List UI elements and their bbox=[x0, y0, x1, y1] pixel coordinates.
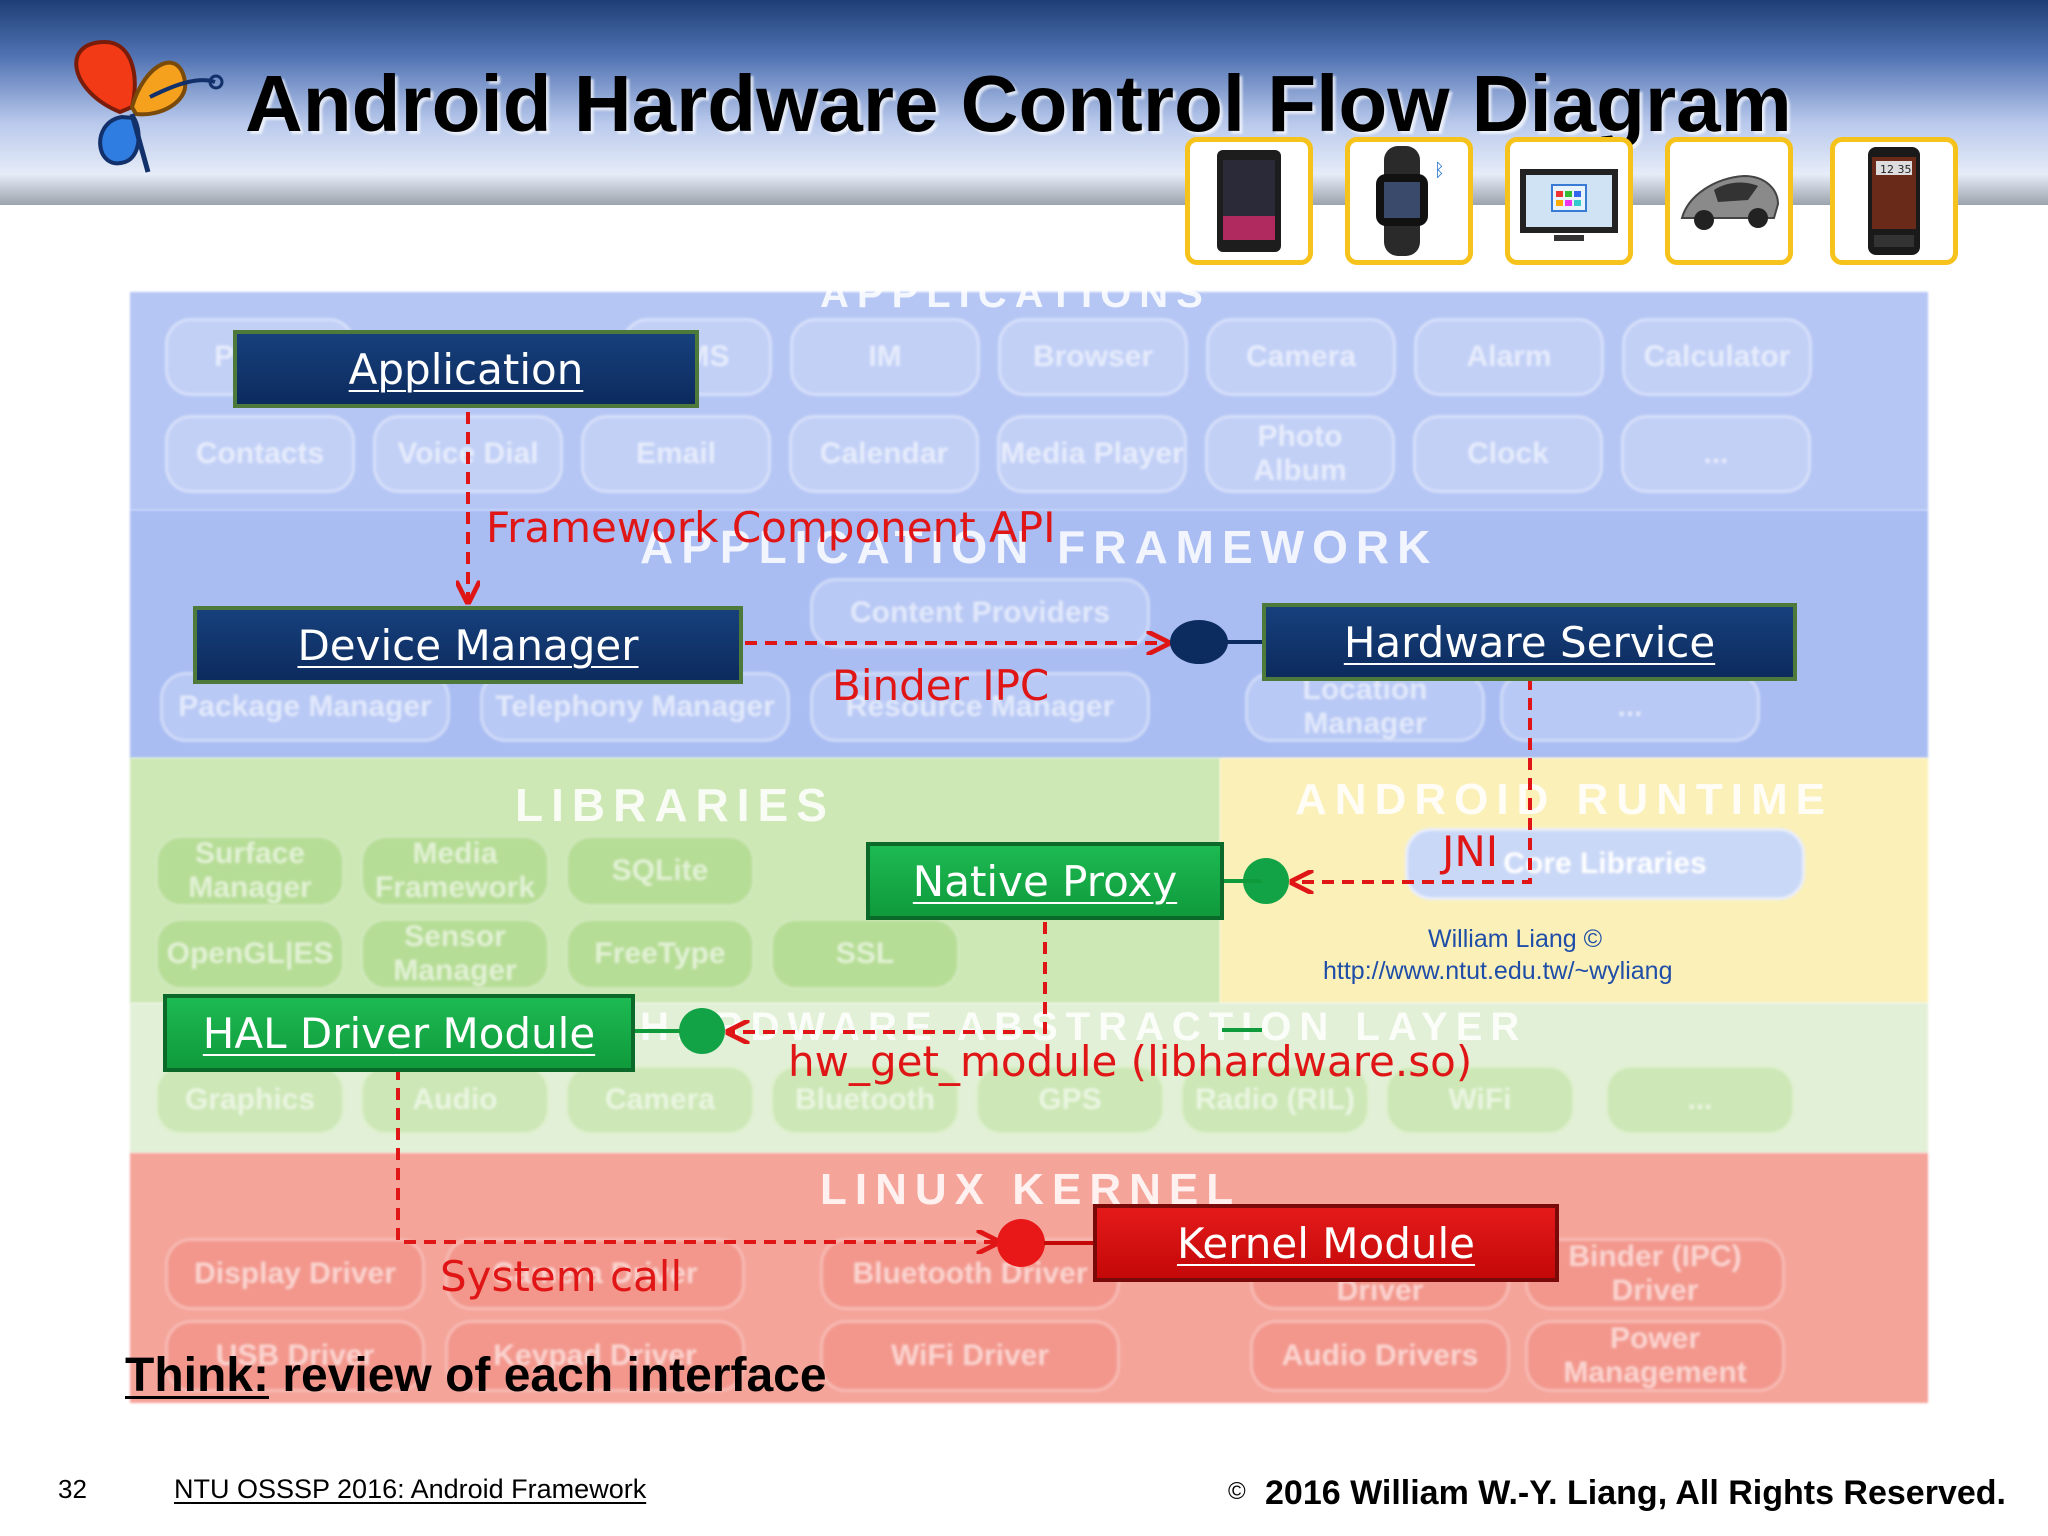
copyright-symbol: © bbox=[1228, 1478, 1246, 1505]
hal-cell: WiFi bbox=[1385, 1065, 1575, 1135]
jni-label: JNI bbox=[1442, 827, 1499, 876]
library-cell: Media Framework bbox=[360, 835, 550, 907]
kernel-cell: Display Driver bbox=[165, 1238, 425, 1310]
think-note: Think: review of each interface bbox=[125, 1348, 827, 1403]
hw-get-module-label: hw_get_module (libhardware.so) bbox=[788, 1037, 1473, 1086]
native-proxy-box: Native Proxy bbox=[866, 842, 1224, 920]
hal-caption: HARDWARE ABSTRACTION LAYER bbox=[640, 1005, 1528, 1049]
library-cell: SSL bbox=[770, 918, 960, 990]
kernel-cell: Bluetooth Driver bbox=[820, 1238, 1120, 1310]
app-cell: Alarm bbox=[1414, 318, 1604, 396]
kernel-module-box: Kernel Module bbox=[1093, 1204, 1559, 1282]
hardware-service-box: Hardware Service bbox=[1262, 603, 1797, 681]
library-cell: Sensor Manager bbox=[360, 918, 550, 990]
hal-cell: Camera bbox=[565, 1065, 755, 1135]
app-cell: Contacts bbox=[165, 415, 355, 493]
app-cell: Browser bbox=[998, 318, 1188, 396]
runtime-caption: ANDROID RUNTIME bbox=[1295, 775, 1833, 824]
hal-driver-module-box: HAL Driver Module bbox=[163, 994, 635, 1072]
hal-cell: Bluetooth bbox=[770, 1065, 960, 1135]
framework-cell: ... bbox=[1500, 672, 1760, 742]
author-credit: William Liang © bbox=[1428, 925, 1603, 953]
hal-cell: GPS bbox=[975, 1065, 1165, 1135]
svg-text:ᛒ: ᛒ bbox=[1434, 160, 1445, 181]
app-cell: ... bbox=[1621, 415, 1811, 493]
framework-caption: APPLICATION FRAMEWORK bbox=[640, 521, 1439, 573]
framework-api-label: Framework Component API bbox=[486, 503, 1056, 552]
butterfly-logo-icon bbox=[74, 39, 224, 173]
think-prefix: Think: bbox=[125, 1349, 269, 1402]
page-number: 32 bbox=[58, 1474, 87, 1504]
smartwatch-icon: ᛒ bbox=[1345, 137, 1473, 265]
kernel-cell: Audio Drivers bbox=[1250, 1320, 1510, 1392]
app-cell: Email bbox=[581, 415, 771, 493]
binder-endpoint bbox=[1170, 620, 1228, 664]
think-text: review of each interface bbox=[268, 1349, 827, 1402]
kernel-cell: Camera Driver bbox=[445, 1238, 745, 1310]
app-cell: Clock bbox=[1413, 415, 1603, 493]
application-box: Application bbox=[233, 330, 699, 408]
hal-cell: ... bbox=[1605, 1065, 1795, 1135]
author-url: http://www.ntut.edu.tw/~wyliang bbox=[1323, 957, 1673, 985]
hal-endpoint bbox=[679, 1008, 725, 1054]
kernel-cell: Keypad Driver bbox=[445, 1320, 745, 1392]
kernel-cell: Power Management bbox=[1525, 1320, 1785, 1392]
kernel-cell: WiFi Driver bbox=[820, 1320, 1120, 1392]
library-cell: SQLite bbox=[565, 835, 755, 907]
hal-cell: Radio (RIL) bbox=[1180, 1065, 1370, 1135]
libraries-caption: LIBRARIES bbox=[515, 779, 835, 831]
app-cell: Camera bbox=[1206, 318, 1396, 396]
app-cell: IM bbox=[790, 318, 980, 396]
applications-caption: APPLICATIONS bbox=[820, 272, 1211, 316]
core-libraries-cell: Core Libraries bbox=[1405, 828, 1805, 900]
jni-arrow bbox=[1292, 678, 1532, 882]
car-icon bbox=[1665, 137, 1793, 265]
library-cell: FreeType bbox=[565, 918, 755, 990]
kernel-cell: USB Driver bbox=[165, 1320, 425, 1392]
app-cell: Calculator bbox=[1622, 318, 1812, 396]
tablet-icon bbox=[1185, 137, 1313, 265]
svg-text:12 35: 12 35 bbox=[1880, 163, 1912, 176]
device-manager-box: Device Manager bbox=[193, 606, 743, 684]
binder-ipc-label: Binder IPC bbox=[832, 661, 1050, 710]
hw-get-module-arrow bbox=[728, 922, 1047, 1032]
system-call-label: System call bbox=[440, 1252, 683, 1301]
slide-title: Android Hardware Control Flow Diagram bbox=[245, 59, 1792, 148]
framework-cell: Resource Manager bbox=[810, 672, 1150, 742]
jni-endpoint bbox=[1243, 858, 1289, 904]
library-cell: Surface Manager bbox=[155, 835, 345, 907]
hal-cell: Audio bbox=[360, 1065, 550, 1135]
tv-icon bbox=[1505, 137, 1633, 265]
library-cell: OpenGL|ES bbox=[155, 918, 345, 990]
app-cell: Media Player bbox=[997, 415, 1187, 493]
course-name: NTU OSSSP 2016: Android Framework bbox=[174, 1474, 647, 1504]
phone-icon: 12 35 bbox=[1830, 137, 1958, 265]
app-cell: Calendar bbox=[789, 415, 979, 493]
system-call-arrow bbox=[396, 1068, 998, 1242]
copyright-text: 2016 William W.-Y. Liang, All Rights Res… bbox=[1265, 1474, 2006, 1512]
kernel-cell: Binder (IPC) Driver bbox=[1525, 1238, 1785, 1310]
app-cell: Photo Album bbox=[1205, 415, 1395, 493]
syscall-endpoint bbox=[997, 1219, 1045, 1267]
framework-cell: Content Providers bbox=[810, 578, 1150, 648]
